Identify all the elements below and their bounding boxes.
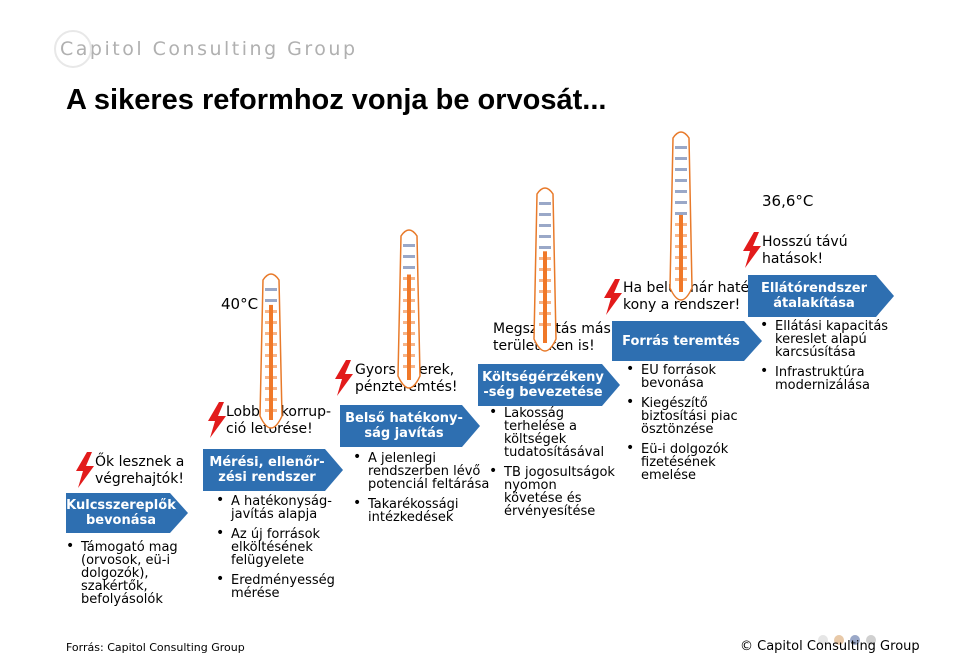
step-4-bullets: Lakosság terhelése a költségek tudatosít… [489, 406, 615, 525]
company-logo: Capitol Consulting Group [54, 30, 358, 68]
end-temperature: 36,6°C [762, 192, 814, 210]
lightning-bolt-icon [743, 232, 761, 268]
thermometer-icon [397, 229, 421, 389]
lightning-bolt-icon [76, 452, 94, 488]
footer-dots [818, 630, 882, 649]
list-item: Eredményesség mérése [216, 573, 335, 600]
step-6-note: Hosszú távú hatások! [762, 234, 848, 267]
step-5-bullets: EU források bevonása Kiegészítő biztosít… [626, 363, 756, 489]
step-2-bullets: A hatékonyság-javítás alapja Az új forrá… [216, 494, 335, 607]
logo-ring [54, 30, 92, 68]
decor-dot [850, 635, 860, 645]
list-item: Eü-i dolgozók fizetésének emelése [626, 442, 756, 482]
list-item: TB jogosultságok nyomon követése és érvé… [489, 465, 615, 518]
list-item: Infrastruktúra modernizálása [760, 365, 892, 392]
step-1-bullets: Támogató mag (orvosok, eü-i dolgozók), s… [66, 540, 184, 613]
step-1-note: Ők lesznek a végrehajtók! [95, 454, 185, 487]
copyright: © Capitol Consulting Group [740, 639, 920, 654]
decor-dot [866, 635, 876, 645]
list-item: Lakosság terhelése a költségek tudatosít… [489, 406, 615, 459]
list-item: Támogató mag (orvosok, eü-i dolgozók), s… [66, 540, 184, 606]
list-item: Takarékossági intézkedések [353, 497, 493, 524]
list-item: EU források bevonása [626, 363, 756, 390]
decor-dot [818, 635, 828, 645]
thermometer-icon [669, 131, 693, 301]
step-6-header: Ellátórendszer átalakítása [748, 275, 894, 317]
step-3-bullets: A jelenlegi rendszerben lévő potenciál f… [353, 451, 493, 531]
source-note: Forrás: Capitol Consulting Group [66, 641, 245, 654]
step-1-header: Kulcsszereplők bevonása [66, 493, 188, 533]
lightning-bolt-icon [335, 360, 353, 396]
step-4-header: Költségérzékeny -ség bevezetése [478, 364, 620, 406]
thermometer-icon [533, 187, 557, 352]
thermometer-icon [259, 273, 283, 429]
lightning-bolt-icon [208, 402, 226, 438]
start-temperature: 40°C [221, 295, 259, 313]
decor-dot [834, 635, 844, 645]
list-item: Az új források elköltésének felügyelete [216, 527, 334, 567]
step-2-header: Mérési, ellenőr- zési rendszer [203, 449, 343, 491]
step-3-header: Belső hatékony- ság javítás [340, 405, 480, 447]
step-6-bullets: Ellátási kapacitás kereslet alapú karcsú… [760, 319, 892, 399]
page-title: A sikeres reformhoz vonja be orvosát... [66, 84, 607, 116]
list-item: A hatékonyság-javítás alapja [216, 494, 334, 521]
list-item: Kiegészítő biztosítási piac ösztönzése [626, 396, 756, 436]
logo-text: Capitol Consulting Group [60, 38, 358, 60]
step-5-header: Forrás teremtés [612, 321, 762, 361]
lightning-bolt-icon [604, 279, 622, 315]
list-item: A jelenlegi rendszerben lévő potenciál f… [353, 451, 493, 491]
list-item: Ellátási kapacitás kereslet alapú karcsú… [760, 319, 892, 359]
